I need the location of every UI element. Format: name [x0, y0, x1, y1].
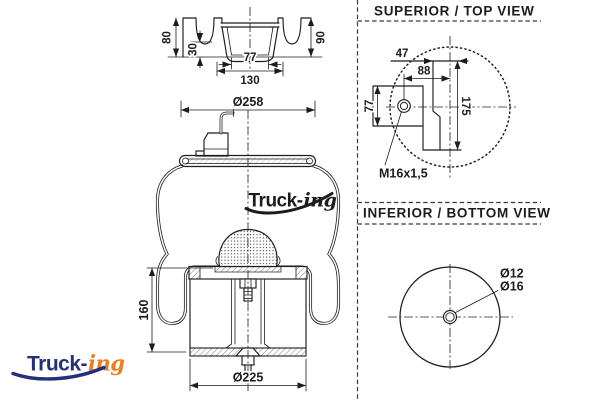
top-view-panel: SUPERIOR / TOP VIEW 47 88 77 175 M16x1,5: [362, 4, 535, 183]
bellows-left-wall: [155, 164, 219, 326]
dim-175-label: 175: [459, 96, 471, 116]
piston-tube: [231, 278, 265, 345]
dim-47-label: 47: [396, 48, 409, 60]
hole-leader-line: [455, 290, 499, 313]
piston-walls: [189, 278, 307, 349]
air-fitting-block: [203, 132, 229, 157]
air-spring-main-view: Ø258: [137, 93, 341, 392]
dim-77-ext: [231, 57, 269, 70]
air-pipe-inner: [220, 112, 234, 134]
dim-225-label: Ø225: [233, 371, 264, 385]
section-view: 80 30 90 77 130: [162, 7, 328, 89]
brand-logo-center: Truck-ing: [244, 190, 337, 215]
top-view-tab: [372, 85, 424, 127]
dim-130-label: 130: [240, 75, 259, 87]
dim-160-ext: [146, 267, 214, 353]
brand-logo-center-text: Truck-ing: [249, 190, 337, 212]
top-view-cup-edges: [422, 60, 462, 151]
bottom-view-title: INFERIOR / BOTTOM VIEW: [363, 206, 551, 221]
bottom-title-rules: [357, 201, 541, 225]
brand-truck-text: Truck-: [249, 191, 303, 212]
dim-77-label: 77: [244, 52, 257, 64]
air-pipe: [219, 111, 235, 135]
cup-tray: [226, 56, 274, 63]
thread-label: M16x1,5: [379, 167, 428, 181]
piston-wing-right: [295, 266, 308, 280]
bellows-left-wall-inner: [156, 165, 218, 325]
bottom-view-panel: INFERIOR / BOTTOM VIEW Ø12 Ø16: [363, 206, 551, 371]
right-scallop: [282, 17, 302, 45]
bumper-nut-facets: [244, 278, 252, 289]
dim-30-label: 30: [188, 43, 200, 56]
bumper-base-lip: [215, 256, 281, 267]
dim-77tv-label: 77: [364, 100, 376, 113]
bolt-hole-inner: [399, 101, 409, 111]
crimp-plate: [178, 154, 317, 168]
brand-logo-corner: Truck-ing: [11, 351, 125, 381]
brand-logo-corner-text: Truck-ing: [27, 351, 124, 376]
thread-leader-line: [384, 111, 402, 166]
top-view-title: SUPERIOR / TOP VIEW: [374, 4, 535, 19]
dim-90-label: 90: [316, 31, 328, 44]
brand-swoosh-center: [244, 192, 334, 215]
brand-swoosh-corner: [11, 365, 106, 381]
bottom-hole-inner: [445, 312, 455, 322]
dim-160-label: 160: [137, 300, 151, 321]
cup-outer-walls: [221, 26, 279, 58]
bellows-right-wall-inner: [278, 165, 340, 325]
cup-hangers: [221, 17, 279, 24]
brand-truck-text-color: Truck-: [27, 353, 88, 376]
crimp-bead-left: [182, 157, 189, 165]
crimp-bead-right: [306, 157, 313, 165]
dim-dia16-label: Ø16: [500, 280, 524, 294]
dim-80-label: 80: [162, 31, 174, 44]
left-scallop: [195, 17, 215, 45]
piston-wing-left: [188, 266, 201, 280]
bolt-hole-outer: [397, 99, 411, 113]
dim-dia12-label: Ø12: [500, 267, 524, 281]
dim-88-label: 88: [418, 66, 431, 78]
dim-258-label: Ø258: [233, 95, 264, 109]
piston-tube-flare: [225, 343, 271, 349]
